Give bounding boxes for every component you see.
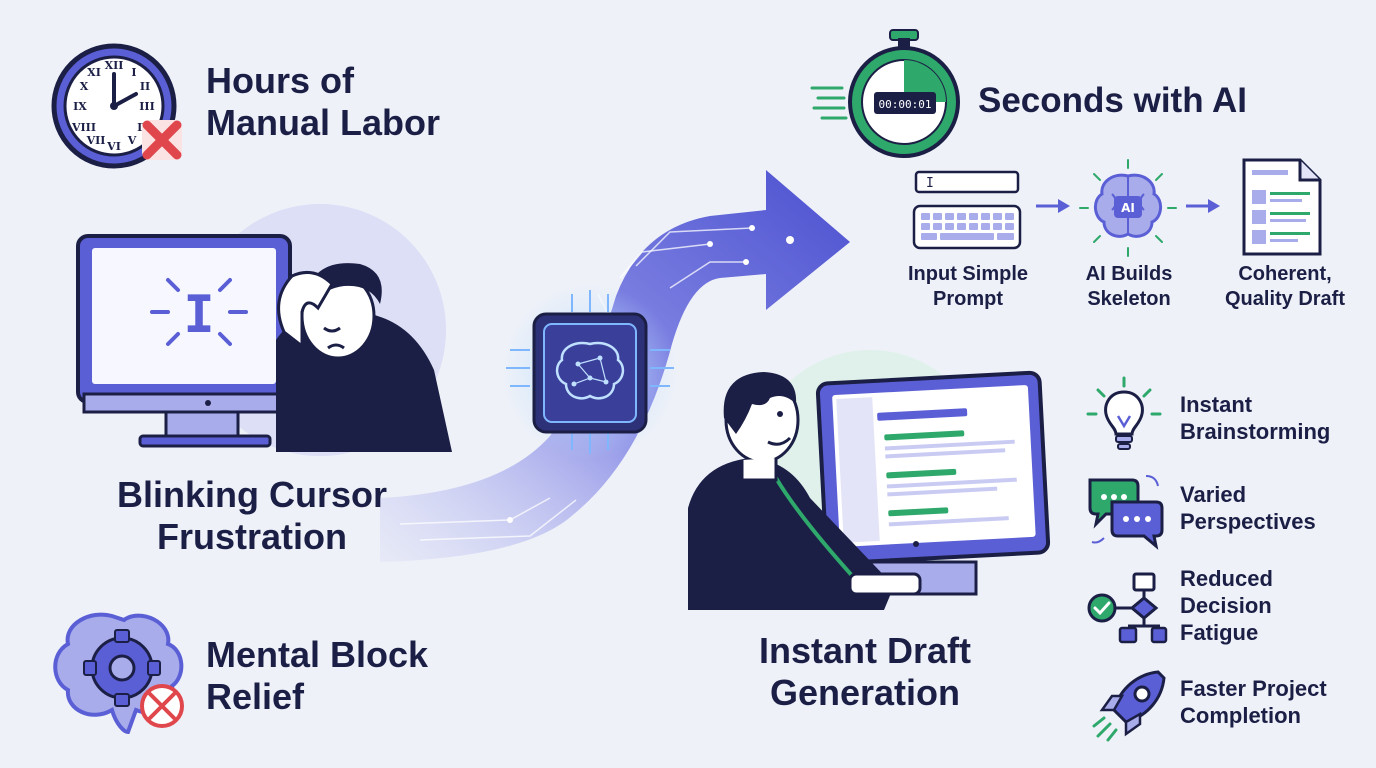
rocket-icon — [1092, 670, 1166, 742]
ai-chip-icon — [532, 312, 648, 434]
step-label-skeleton: AI Builds Skeleton — [1085, 263, 1173, 310]
benefit-faster-completion: Faster Project Completion — [1180, 676, 1327, 728]
svg-text:III: III — [139, 100, 154, 113]
seconds-ai-section: 00:00:01 Seconds with AI — [808, 28, 1328, 158]
svg-text:V: V — [127, 134, 137, 147]
mental-block-section: Mental Block Relief — [44, 606, 464, 746]
no-entry-icon — [140, 684, 184, 728]
svg-text:IX: IX — [73, 100, 87, 113]
benefit-brainstorming: Instant Brainstorming — [1180, 392, 1331, 444]
ai-brain-icon: AI — [1079, 159, 1177, 257]
gear-icon — [83, 629, 161, 707]
instant-draft-title: Instant Draft Generation — [758, 630, 971, 714]
keyboard-icon: I — [912, 170, 1022, 250]
happy-person-illustration — [688, 350, 1051, 610]
workflow-steps: I AI Input Simple Prompt — [890, 156, 1360, 326]
step-label-draft: Coherent, Quality Draft — [1224, 263, 1346, 310]
flowchart-icon — [1087, 572, 1168, 644]
blinking-cursor-title: Blinking Cursor Frustration — [116, 474, 388, 558]
svg-text:VI: VI — [106, 140, 121, 153]
ai-badge: AI — [1121, 201, 1135, 215]
stopwatch-icon: 00:00:01 — [810, 29, 960, 158]
chat-bubbles-icon — [1088, 475, 1164, 550]
svg-text:XII: XII — [105, 59, 124, 72]
arrow-icon — [1036, 199, 1070, 213]
svg-text:X: X — [80, 80, 89, 93]
benefits-list: Instant Brainstorming Varied Perspective… — [1084, 376, 1364, 742]
frustrated-person-illustration: I — [76, 204, 452, 456]
arrow-icon — [1186, 199, 1220, 213]
svg-text:VII: VII — [86, 134, 106, 147]
transformation-arrow — [380, 170, 850, 562]
mental-block-title: Mental Block Relief — [206, 634, 429, 718]
blinking-cursor-glyph: I — [183, 285, 214, 345]
document-icon — [1242, 158, 1322, 256]
benefit-perspectives: Varied Perspectives — [1180, 482, 1316, 534]
svg-text:VIII: VIII — [71, 121, 96, 134]
svg-text:XI: XI — [87, 66, 101, 79]
seconds-ai-title: Seconds with AI — [978, 81, 1248, 120]
manual-labor-title: Hours of Manual Labor — [206, 60, 441, 144]
benefit-decision-fatigue: Reduced Decision Fatigue — [1180, 566, 1273, 645]
lightbulb-icon — [1086, 376, 1162, 450]
svg-text:II: II — [140, 80, 150, 93]
timer-display: 00:00:01 — [879, 98, 932, 111]
red-x-icon — [142, 120, 182, 160]
svg-text:I: I — [131, 66, 136, 79]
prompt-cursor-glyph: I — [926, 176, 934, 191]
brain-gear-icon — [53, 612, 184, 735]
step-label-input: Input Simple Prompt — [908, 263, 1028, 310]
